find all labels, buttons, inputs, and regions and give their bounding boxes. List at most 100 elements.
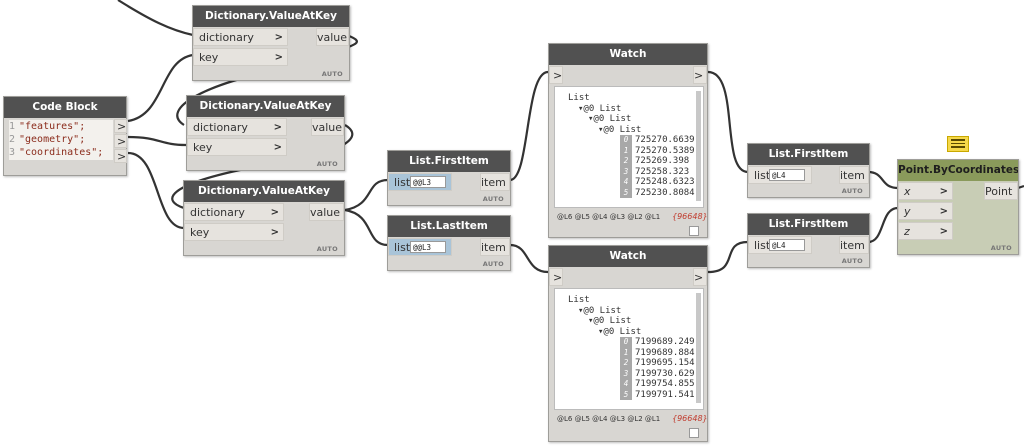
tree-level-2[interactable]: ▾@0 List (588, 316, 632, 326)
code-block-output-1[interactable]: > (114, 119, 127, 133)
lacing-selector[interactable]: @@L3 (410, 241, 446, 253)
tree-root: List (568, 295, 590, 305)
value-output-port[interactable]: value (311, 118, 344, 136)
lacing-label: AUTO (841, 187, 863, 195)
dictionary-value-at-key-node-2[interactable]: Dictionary.ValueAtKey dictionary> key> v… (186, 95, 345, 171)
code-block-node[interactable]: Code Block 1"features"; 2"geometry"; 3"c… (3, 96, 127, 176)
code-block-output-3[interactable]: > (114, 149, 127, 163)
node-title: Point.ByCoordinates (898, 160, 1018, 181)
lacing-label: AUTO (482, 195, 504, 203)
node-title: List.FirstItem (748, 144, 869, 165)
list-levels: @L6 @L5 @L4 @L3 @L2 @L1 (557, 213, 661, 221)
chevron-right-icon: > (273, 142, 282, 153)
scrollbar[interactable] (696, 293, 701, 403)
code-block-title: Code Block (4, 97, 126, 118)
item-count: {96648} (672, 414, 708, 423)
watch-input-port[interactable]: > (549, 66, 563, 84)
tree-root: List (568, 93, 590, 103)
chevron-right-icon: > (270, 207, 279, 218)
watch-output-port[interactable]: > (693, 268, 707, 286)
value-output-port[interactable]: value (309, 203, 344, 221)
item-output-port[interactable]: item (839, 166, 869, 184)
node-title: List.FirstItem (748, 214, 869, 235)
point-output-port[interactable]: Point (984, 182, 1018, 200)
chevron-right-icon: > (274, 32, 283, 43)
y-input-port[interactable]: y> (898, 202, 953, 220)
lacing-label: AUTO (316, 245, 338, 253)
dictionary-value-at-key-node-1[interactable]: Dictionary.ValueAtKey dictionary> key> v… (192, 5, 350, 81)
node-title: Dictionary.ValueAtKey (184, 181, 344, 202)
lacing-label: AUTO (321, 70, 343, 78)
list-first-item-node-3[interactable]: List.FirstItem list @L4 item AUTO (747, 213, 870, 268)
key-input-port[interactable]: key> (184, 223, 284, 241)
lacing-label: AUTO (316, 160, 338, 168)
watch-checkbox[interactable] (689, 226, 699, 236)
watch-node-1[interactable]: Watch > > List ▾@0 List ▾@0 List ▾@0 Lis… (548, 43, 708, 238)
tree-level-2[interactable]: ▾@0 List (588, 114, 632, 124)
dictionary-input-port[interactable]: dictionary> (187, 118, 287, 136)
dictionary-input-port[interactable]: dictionary> (193, 28, 288, 46)
chevron-right-icon: > (274, 52, 283, 63)
lacing-selector[interactable]: @L4 (769, 239, 805, 251)
value-output-port[interactable]: value (316, 28, 349, 46)
key-input-port[interactable]: key> (187, 138, 287, 156)
watch-input-port[interactable]: > (549, 268, 563, 286)
x-input-port[interactable]: x> (898, 182, 953, 200)
watch-checkbox[interactable] (689, 428, 699, 438)
tree-level-1[interactable]: ▾@0 List (578, 103, 622, 114)
node-title: List.FirstItem (388, 151, 510, 172)
chevron-right-icon: > (273, 122, 282, 133)
lacing-label: AUTO (841, 257, 863, 265)
dictionary-input-port[interactable]: dictionary> (184, 203, 284, 221)
code-line: 3"coordinates"; (9, 147, 104, 158)
node-title: Watch (549, 44, 707, 65)
note-icon[interactable] (947, 136, 969, 152)
lacing-selector[interactable]: @@L3 (410, 176, 446, 188)
lacing-label: AUTO (990, 244, 1012, 252)
code-line: 2"geometry"; (9, 134, 86, 145)
chevron-right-icon: > (939, 206, 948, 217)
list-levels: @L6 @L5 @L4 @L3 @L2 @L1 (557, 415, 661, 423)
point-by-coordinates-node[interactable]: Point.ByCoordinates x> y> z> Point AUTO (897, 159, 1019, 255)
code-block-output-2[interactable]: > (114, 134, 127, 148)
chevron-right-icon: > (939, 186, 948, 197)
key-input-port[interactable]: key> (193, 48, 288, 66)
tree-level-3[interactable]: ▾@0 List (598, 124, 642, 135)
item-output-port[interactable]: item (839, 236, 869, 254)
dictionary-value-at-key-node-3[interactable]: Dictionary.ValueAtKey dictionary> key> v… (183, 180, 345, 256)
lacing-selector[interactable]: @L4 (769, 169, 805, 181)
watch-output-port[interactable]: > (693, 66, 707, 84)
item-output-port[interactable]: item (480, 173, 510, 191)
scrollbar[interactable] (696, 91, 701, 201)
list-last-item-node[interactable]: List.LastItem list @@L3 item AUTO (387, 215, 511, 271)
item-output-port[interactable]: item (480, 238, 510, 256)
tree-level-3[interactable]: ▾@0 List (598, 326, 642, 337)
node-title: Watch (549, 246, 707, 267)
list-first-item-node-2[interactable]: List.FirstItem list @L4 item AUTO (747, 143, 870, 198)
lacing-label: AUTO (482, 260, 504, 268)
watch-node-2[interactable]: Watch > > List ▾@0 List ▾@0 List ▾@0 Lis… (548, 245, 708, 442)
code-line: 1"features"; (9, 121, 86, 132)
list-first-item-node-1[interactable]: List.FirstItem list @@L3 item AUTO (387, 150, 511, 206)
z-input-port[interactable]: z> (898, 222, 953, 240)
tree-level-1[interactable]: ▾@0 List (578, 305, 622, 316)
code-block-editor[interactable]: 1"features"; 2"geometry"; 3"coordinates"… (9, 120, 113, 160)
chevron-right-icon: > (270, 227, 279, 238)
chevron-right-icon: > (939, 226, 948, 237)
item-count: {96648} (672, 212, 708, 221)
